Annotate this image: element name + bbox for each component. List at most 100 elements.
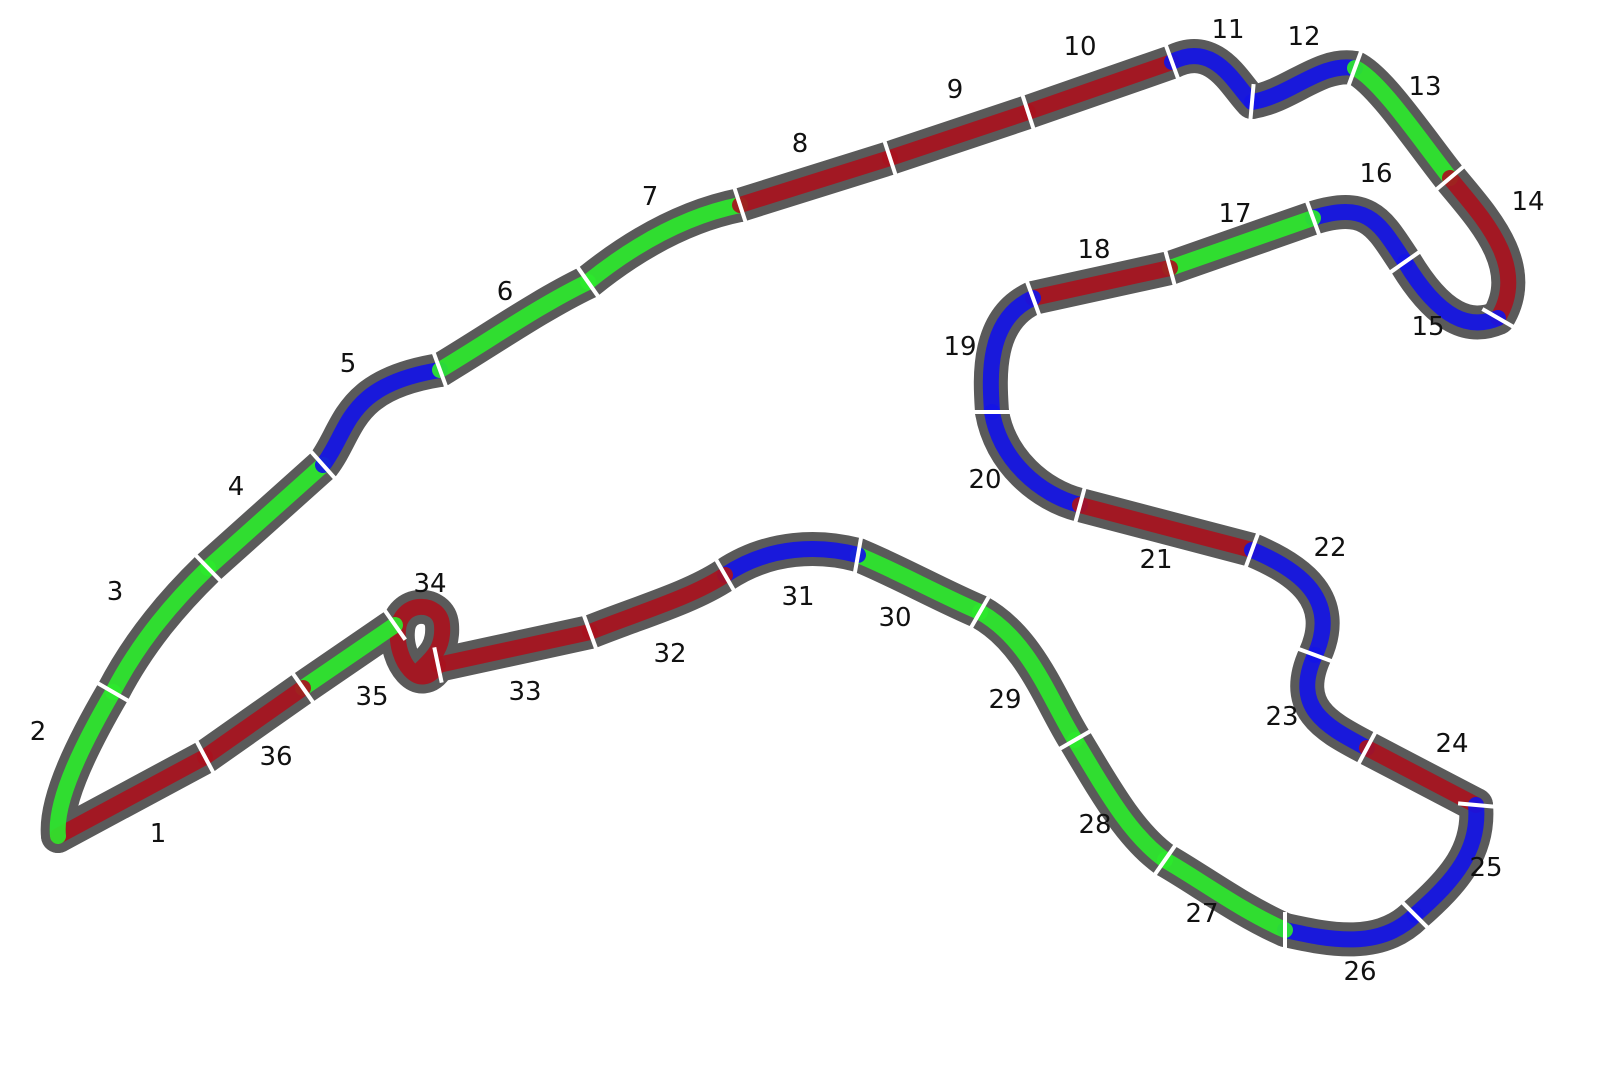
track-segment-10[interactable] [1020, 54, 1180, 120]
segment-label-35: 35 [355, 682, 388, 712]
track-segment-2[interactable] [49, 684, 121, 844]
track-segment-14[interactable] [1442, 170, 1517, 326]
segment-label-26: 26 [1343, 957, 1376, 987]
segment-label-15: 15 [1411, 312, 1444, 342]
track-segment-29[interactable] [972, 604, 1083, 748]
segment-label-34: 34 [413, 569, 446, 599]
segment-divider-8 [882, 140, 898, 176]
segment-color-layer [49, 48, 1517, 948]
segment-label-30: 30 [878, 603, 911, 633]
track-segment-4[interactable] [200, 457, 331, 576]
track-segment-12[interactable] [1244, 59, 1363, 110]
track-segment-23[interactable] [1299, 647, 1375, 756]
track-segment-9[interactable] [882, 104, 1036, 166]
segment-label-24: 24 [1435, 729, 1468, 759]
segment-divider-25 [1400, 900, 1430, 930]
track-segment-30[interactable] [850, 547, 988, 620]
segment-label-2: 2 [30, 717, 47, 747]
segment-divider-22 [1297, 646, 1333, 664]
segment-label-25: 25 [1469, 853, 1502, 883]
segment-label-10: 10 [1063, 32, 1096, 62]
segment-label-29: 29 [988, 685, 1021, 715]
segment-divider-9 [1020, 94, 1036, 130]
segment-divider-2 [96, 681, 130, 703]
segment-label-8: 8 [792, 129, 809, 159]
track-segment-15[interactable] [1397, 254, 1506, 331]
segment-divider-35 [291, 672, 315, 704]
segment-label-32: 32 [653, 639, 686, 669]
segment-divider-1 [194, 740, 216, 774]
track-segment-5[interactable] [315, 362, 448, 473]
segment-divider-7 [732, 187, 748, 223]
segment-divider-14 [1481, 307, 1515, 329]
track-segment-7[interactable] [580, 197, 748, 290]
segment-label-22: 22 [1313, 533, 1346, 563]
track-segment-28[interactable] [1067, 732, 1173, 868]
segment-divider-3 [194, 553, 222, 583]
track-segment-34[interactable] [389, 598, 451, 685]
track-segment-33[interactable] [430, 624, 598, 673]
segment-divider-12 [1346, 50, 1364, 86]
segment-divider-16 [1304, 200, 1322, 236]
segment-divider-6 [576, 266, 600, 298]
track-segment-32[interactable] [582, 567, 733, 640]
track-segment-8[interactable] [732, 150, 898, 213]
segment-label-14: 14 [1511, 187, 1544, 217]
segment-label-21: 21 [1139, 545, 1172, 575]
track-segment-27[interactable] [1157, 852, 1293, 938]
track-segment-3[interactable] [105, 560, 216, 700]
segment-divider-34 [383, 609, 407, 641]
segment-label-11: 11 [1211, 15, 1244, 45]
track-segment-31[interactable] [717, 541, 866, 583]
track-segment-16[interactable] [1305, 204, 1413, 270]
segment-divider-27 [1153, 844, 1177, 876]
track-segment-35[interactable] [295, 617, 403, 696]
segment-label-28: 28 [1078, 810, 1111, 840]
segment-label-9: 9 [947, 75, 964, 105]
segment-divider-30 [852, 536, 864, 574]
segment-label-18: 18 [1077, 235, 1110, 265]
segment-divider-31 [714, 558, 736, 592]
track-segment-22[interactable] [1244, 542, 1331, 663]
segment-label-5: 5 [340, 349, 357, 379]
segment-divider-11 [1248, 83, 1256, 121]
segment-divider-29 [969, 595, 991, 629]
segment-divider-32 [581, 614, 599, 650]
segment-divider-18 [1024, 280, 1042, 316]
segment-label-7: 7 [642, 182, 659, 212]
segment-label-31: 31 [781, 582, 814, 612]
track-segment-18[interactable] [1025, 260, 1178, 306]
track-segment-1[interactable] [50, 749, 213, 844]
segment-label-6: 6 [497, 277, 514, 307]
segment-label-1: 1 [150, 819, 167, 849]
segment-divider-5 [431, 352, 449, 388]
track-segment-26[interactable] [1277, 907, 1423, 948]
track-segment-25[interactable] [1407, 797, 1485, 923]
track-segment-21[interactable] [1072, 497, 1260, 558]
track-segment-11[interactable] [1164, 48, 1260, 110]
segment-divider-10 [1163, 44, 1181, 80]
track-segment-6[interactable] [432, 274, 596, 378]
track-segment-24[interactable] [1359, 740, 1484, 813]
segment-divider-20 [1073, 487, 1087, 523]
segment-label-4: 4 [228, 472, 245, 502]
segment-divider-13 [1434, 164, 1466, 192]
segment-label-16: 16 [1359, 159, 1392, 189]
segment-divider-24 [1457, 801, 1495, 809]
segment-label-23: 23 [1265, 702, 1298, 732]
track-segment-19[interactable] [982, 290, 1041, 420]
segment-label-12: 12 [1287, 22, 1320, 52]
segment-label-20: 20 [968, 465, 1001, 495]
segment-divider-layer [96, 44, 1515, 948]
segment-label-17: 17 [1218, 199, 1251, 229]
track-segment-20[interactable] [984, 404, 1088, 513]
track-segment-13[interactable] [1347, 60, 1458, 186]
segment-label-3: 3 [107, 577, 124, 607]
segment-divider-15 [1389, 250, 1421, 274]
track-segment-17[interactable] [1162, 210, 1321, 276]
segment-label-33: 33 [508, 677, 541, 707]
track-segment-36[interactable] [197, 680, 311, 765]
